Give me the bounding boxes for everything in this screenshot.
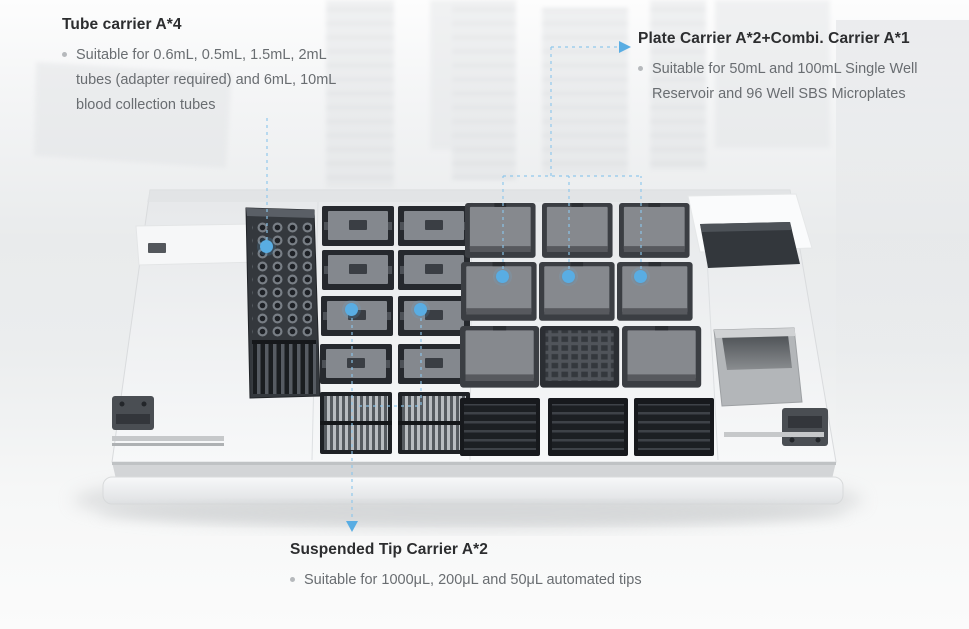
dashed-callout-lines	[266, 46, 642, 519]
front-left-mechanism	[112, 396, 224, 446]
bullet-icon	[290, 577, 295, 582]
marker-dot-plate-carrier-2	[562, 270, 575, 283]
plate-carrier-title: Plate Carrier A*2+Combi. Carrier A*1	[638, 30, 910, 47]
tube-carrier-annotation: Tube carrier A*4 Suitable for 0.6mL, 0.5…	[62, 16, 354, 118]
front-right-mechanism	[724, 408, 828, 446]
tube-carrier-description: Suitable for 0.6mL, 0.5mL, 1.5mL, 2mL tu…	[76, 47, 336, 113]
marker-dot-plate-carrier-3	[634, 270, 647, 283]
marker-dot-tip-carrier-1	[345, 303, 358, 316]
instrument-deck	[73, 189, 863, 530]
bullet-icon	[638, 66, 643, 71]
plate-carrier-annotation: Plate Carrier A*2+Combi. Carrier A*1 Sui…	[638, 30, 954, 107]
reservoir-box	[713, 327, 803, 407]
tip-carrier-bullet: Suitable for 1000μL, 200μL and 50μL auto…	[290, 568, 720, 593]
plate-carrier-grid	[460, 203, 714, 456]
bullet-icon	[62, 52, 67, 57]
background-machinery	[34, 0, 830, 188]
arrow-right-icon	[619, 41, 631, 53]
tip-carrier-description: Suitable for 1000μL, 200μL and 50μL auto…	[304, 572, 642, 588]
plate-carrier-description: Suitable for 50mL and 100mL Single Well …	[652, 61, 918, 102]
tube-carrier-title: Tube carrier A*4	[62, 16, 182, 33]
rear-right-block	[687, 193, 813, 268]
plate-carrier-bullet: Suitable for 50mL and 100mL Single Well …	[638, 57, 954, 107]
tube-carrier-bullet: Suitable for 0.6mL, 0.5mL, 1.5mL, 2mL tu…	[62, 43, 354, 118]
tip-carrier-annotation: Suspended Tip Carrier A*2 Suitable for 1…	[290, 541, 720, 593]
arrow-down-icon	[346, 521, 358, 532]
background-right-shade	[836, 20, 969, 450]
microplate-with-wells	[540, 326, 620, 388]
marker-dot-plate-carrier-1	[496, 270, 509, 283]
marker-dot-tip-carrier-2	[414, 303, 427, 316]
deck-base	[97, 462, 847, 525]
tip-carrier-title: Suspended Tip Carrier A*2	[290, 541, 489, 558]
marker-dot-tube-carrier	[260, 240, 273, 253]
